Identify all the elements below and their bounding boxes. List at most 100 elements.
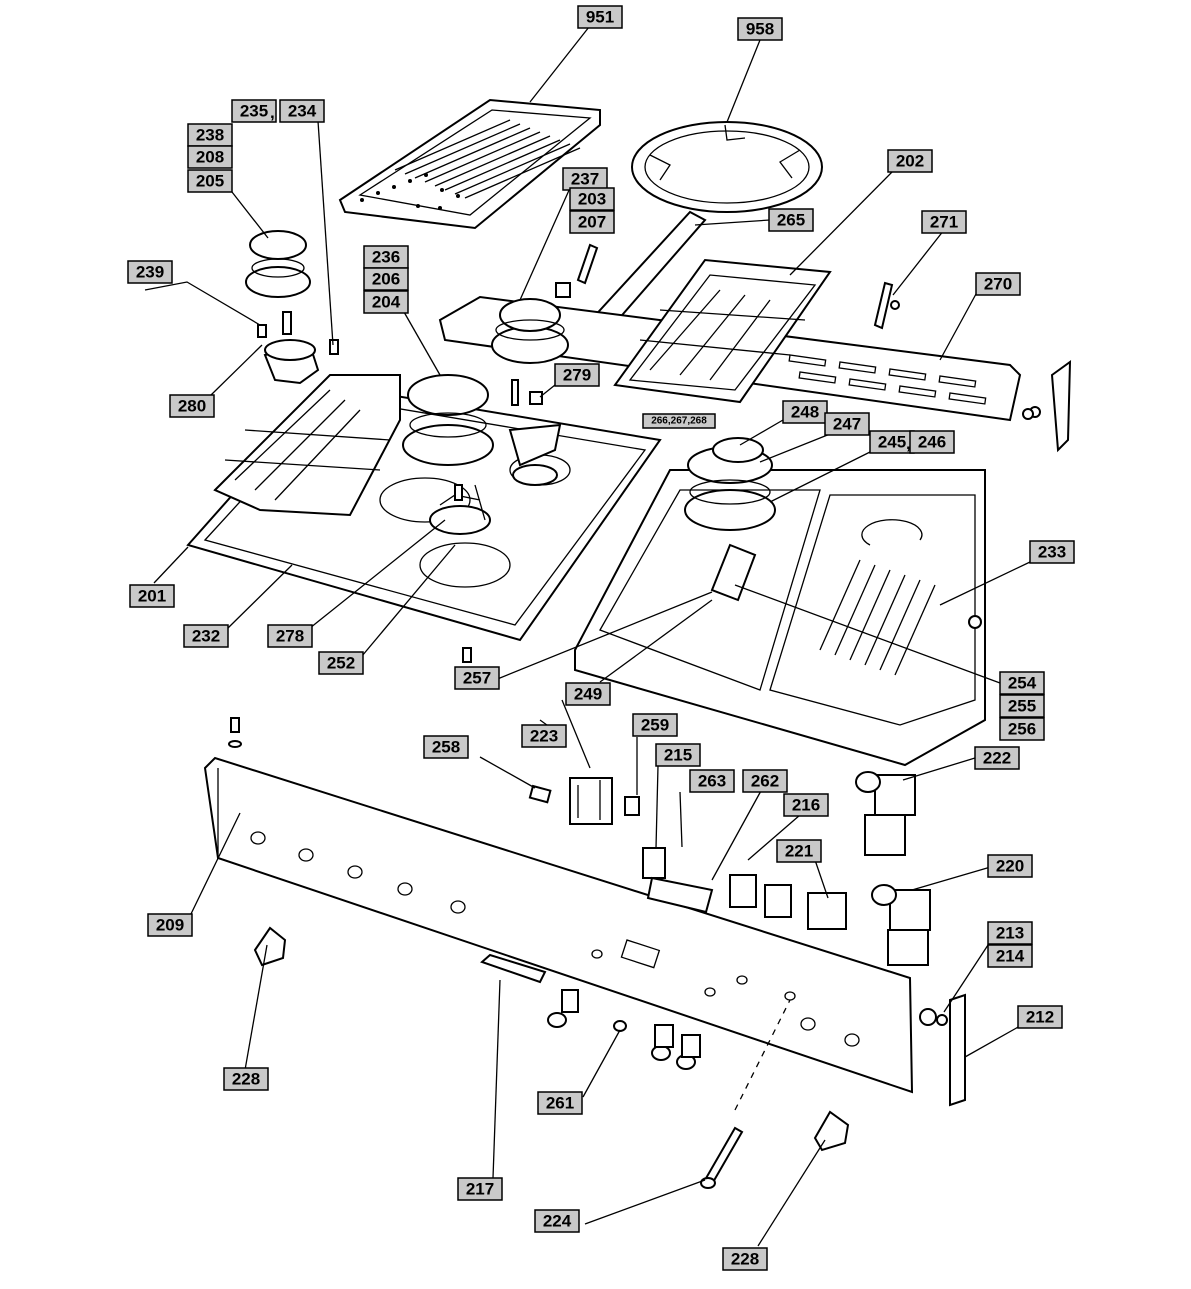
svg-text:255: 255: [1008, 697, 1036, 716]
comma-separator-2: ,: [906, 434, 911, 453]
label-261: 261: [537, 1091, 583, 1115]
label-252: 252: [318, 651, 364, 675]
label-246: 246: [909, 430, 955, 454]
svg-text:214: 214: [996, 947, 1025, 966]
svg-text:259: 259: [641, 716, 669, 735]
label-224: 224: [534, 1209, 580, 1233]
label-221: 221: [776, 839, 822, 863]
svg-text:278: 278: [276, 627, 304, 646]
svg-text:201: 201: [138, 587, 166, 606]
switch-215: [642, 847, 666, 879]
clip-258: [528, 784, 552, 804]
display-bezel-217: [480, 953, 547, 984]
svg-text:951: 951: [586, 8, 614, 27]
lower-burner-278: [429, 484, 491, 535]
label-201: 201: [129, 584, 175, 608]
svg-text:236: 236: [372, 248, 400, 267]
svg-text:258: 258: [432, 738, 460, 757]
label-235: 235: [231, 99, 277, 123]
label-278: 278: [267, 624, 313, 648]
svg-text:265: 265: [777, 211, 805, 230]
wok-ring: [631, 121, 823, 213]
label-958: 958: [737, 17, 783, 41]
svg-text:263: 263: [698, 772, 726, 791]
label-255: 255: [999, 694, 1045, 718]
svg-text:271: 271: [930, 213, 958, 232]
svg-text:223: 223: [530, 727, 558, 746]
svg-text:221: 221: [785, 842, 813, 861]
svg-text:270: 270: [984, 275, 1012, 294]
label-280: 280: [169, 394, 215, 418]
label-233: 233: [1029, 540, 1075, 564]
label-248: 248: [782, 400, 828, 424]
label-239: 239: [127, 260, 173, 284]
svg-text:254: 254: [1008, 674, 1037, 693]
svg-text:248: 248: [791, 403, 819, 422]
label-208: 208: [187, 145, 233, 169]
svg-text:216: 216: [792, 796, 820, 815]
svg-text:228: 228: [731, 1250, 759, 1269]
svg-text:208: 208: [196, 148, 224, 167]
svg-text:228: 228: [232, 1070, 260, 1089]
svg-text:280: 280: [178, 397, 206, 416]
label-220: 220: [987, 854, 1033, 878]
svg-text:257: 257: [463, 669, 491, 688]
label-951: 951: [577, 5, 623, 29]
svg-text:245: 245: [878, 433, 906, 452]
svg-text:262: 262: [751, 772, 779, 791]
board-262: [646, 876, 714, 914]
svg-text:207: 207: [578, 213, 606, 232]
svg-text:202: 202: [896, 152, 924, 171]
burner-bracket-279: [508, 379, 562, 486]
label-212: 212: [1017, 1005, 1063, 1029]
switch-222: [855, 771, 916, 856]
label-262: 262: [742, 769, 788, 793]
label-265: 265: [768, 208, 814, 232]
big-burner-204: [402, 374, 494, 466]
label-279: 279: [554, 363, 600, 387]
label-254: 254: [999, 671, 1045, 695]
svg-text:237: 237: [571, 170, 599, 189]
side-cover-212: [949, 993, 966, 1107]
label-207: 207: [569, 210, 615, 234]
label-215: 215: [655, 743, 701, 767]
label-216: 216: [783, 793, 829, 817]
svg-text:232: 232: [192, 627, 220, 646]
label-209: 209: [147, 913, 193, 937]
knob-228-right: [813, 1110, 850, 1152]
svg-text:233: 233: [1038, 543, 1066, 562]
label-258: 258: [423, 735, 469, 759]
svg-text:209: 209: [156, 916, 184, 935]
label-257: 257: [454, 666, 500, 690]
svg-text:213: 213: [996, 924, 1024, 943]
griddle-plate: [338, 98, 601, 230]
label-232: 232: [183, 624, 229, 648]
switch-221: [807, 892, 847, 930]
right-cooktop-tray: [574, 469, 986, 767]
leader-lines: [144, 26, 1031, 1247]
label-234: 234: [279, 99, 325, 123]
svg-text:247: 247: [833, 415, 861, 434]
label-213: 213: [987, 921, 1033, 945]
label-236: 236: [363, 245, 409, 269]
svg-text:266,267,268: 266,267,268: [651, 416, 707, 427]
svg-text:222: 222: [983, 749, 1011, 768]
svg-text:215: 215: [664, 746, 692, 765]
svg-text:220: 220: [996, 857, 1024, 876]
left-cooktop-tray: [186, 383, 662, 642]
right-burner-grate: [613, 258, 832, 404]
label-256: 256: [999, 717, 1045, 741]
svg-text:212: 212: [1026, 1008, 1054, 1027]
label-237: 237: [562, 167, 608, 191]
label-202: 202: [887, 149, 933, 173]
left-burner-grate: [213, 374, 401, 517]
switch-223: [569, 777, 613, 825]
label-206: 206: [363, 267, 409, 291]
svg-text:238: 238: [196, 126, 224, 145]
svg-text:246: 246: [918, 433, 946, 452]
bracket-271: [873, 281, 900, 330]
label-217: 217: [457, 1177, 503, 1201]
valve-249: [710, 543, 757, 602]
svg-text:239: 239: [136, 263, 164, 282]
